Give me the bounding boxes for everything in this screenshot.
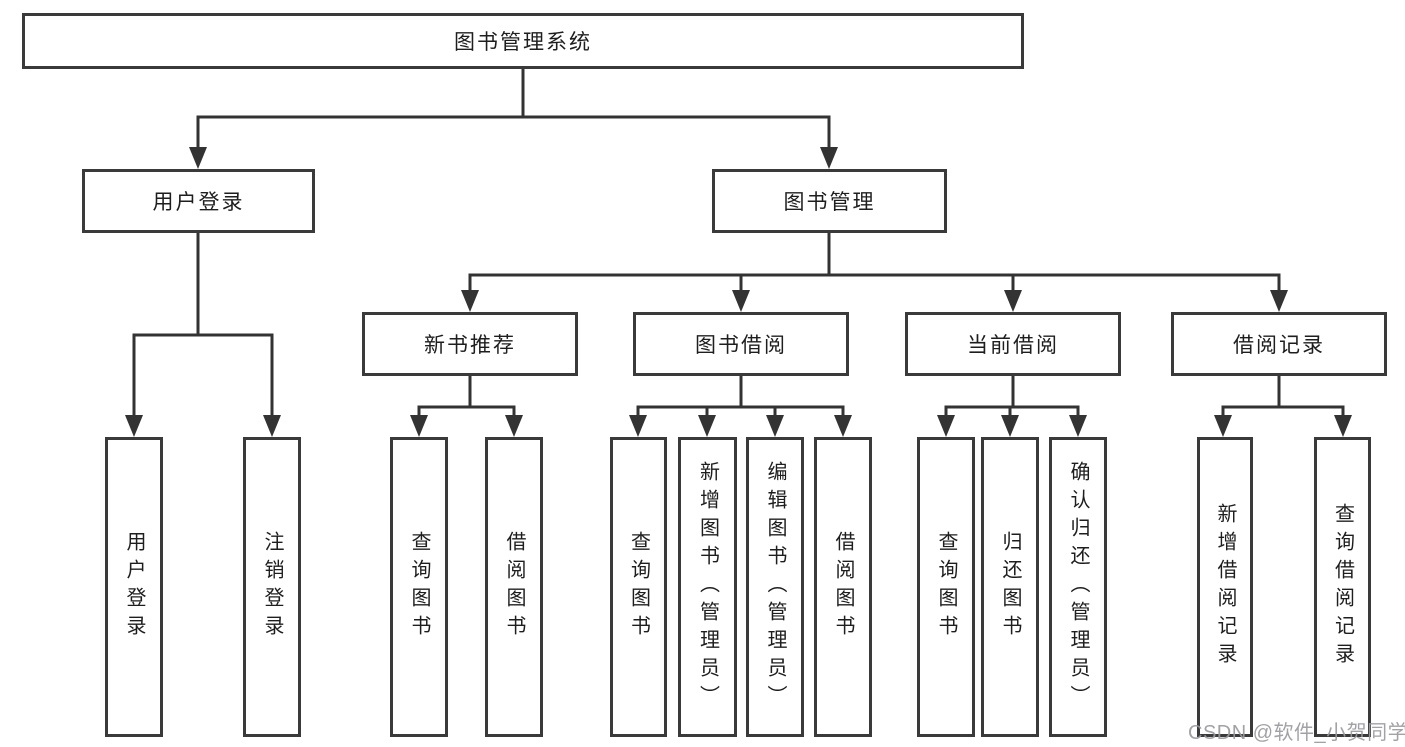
node-label: 注销登录	[261, 531, 283, 643]
arrowheads	[125, 147, 1352, 437]
leaf-add-borrow-record: 新增借阅记录	[1197, 437, 1253, 737]
leaf-user-login: 用户登录	[105, 437, 163, 737]
leaf-confirm-return-admin: 确认归还（管理员）	[1049, 437, 1107, 737]
node-label: 新书推荐	[424, 334, 516, 357]
node-label: 查询图书	[935, 531, 957, 643]
leaf-query-borrow-record: 查询借阅记录	[1314, 437, 1371, 737]
node-label: 新增图书（管理员）	[696, 461, 719, 713]
node-book-borrow: 图书借阅	[633, 312, 849, 376]
node-borrow-records: 借阅记录	[1171, 312, 1387, 376]
node-label: 编辑图书（管理员）	[764, 461, 786, 713]
node-new-book-recommend: 新书推荐	[362, 312, 578, 376]
node-label: 用户登录	[152, 191, 245, 214]
node-label: 归还图书	[999, 531, 1021, 643]
node-label: 图书管理系统	[454, 31, 592, 54]
node-book-management: 图书管理	[712, 169, 947, 233]
leaf-logout: 注销登录	[243, 437, 301, 737]
node-label: 当前借阅	[967, 334, 1059, 357]
node-label: 图书管理	[783, 191, 876, 214]
node-label: 借阅图书	[832, 531, 854, 643]
node-label: 新增借阅记录	[1214, 503, 1236, 671]
leaf-query-books-recommend: 查询图书	[390, 437, 448, 737]
csdn-watermark: CSDN @软件_小贺同学	[1188, 722, 1405, 744]
leaf-add-book-admin: 新增图书（管理员）	[678, 437, 737, 737]
node-current-borrow: 当前借阅	[905, 312, 1121, 376]
leaf-query-books-current: 查询图书	[917, 437, 975, 737]
node-user-login: 用户登录	[82, 169, 315, 233]
node-label: 借阅图书	[503, 531, 525, 643]
node-label: 借阅记录	[1233, 334, 1325, 357]
leaf-edit-book-admin: 编辑图书（管理员）	[746, 437, 804, 737]
node-label: 查询借阅记录	[1331, 503, 1354, 671]
node-label: 查询图书	[627, 531, 650, 643]
node-label: 确认归还（管理员）	[1067, 461, 1089, 713]
node-label: 图书借阅	[695, 334, 787, 357]
leaf-borrow-books: 借阅图书	[814, 437, 872, 737]
node-library-management-system: 图书管理系统	[22, 13, 1024, 69]
leaf-return-book: 归还图书	[981, 437, 1039, 737]
leaf-query-books-borrow: 查询图书	[610, 437, 667, 737]
node-label: 查询图书	[408, 531, 430, 643]
leaf-borrow-books-recommend: 借阅图书	[485, 437, 543, 737]
node-label: 用户登录	[123, 531, 145, 643]
